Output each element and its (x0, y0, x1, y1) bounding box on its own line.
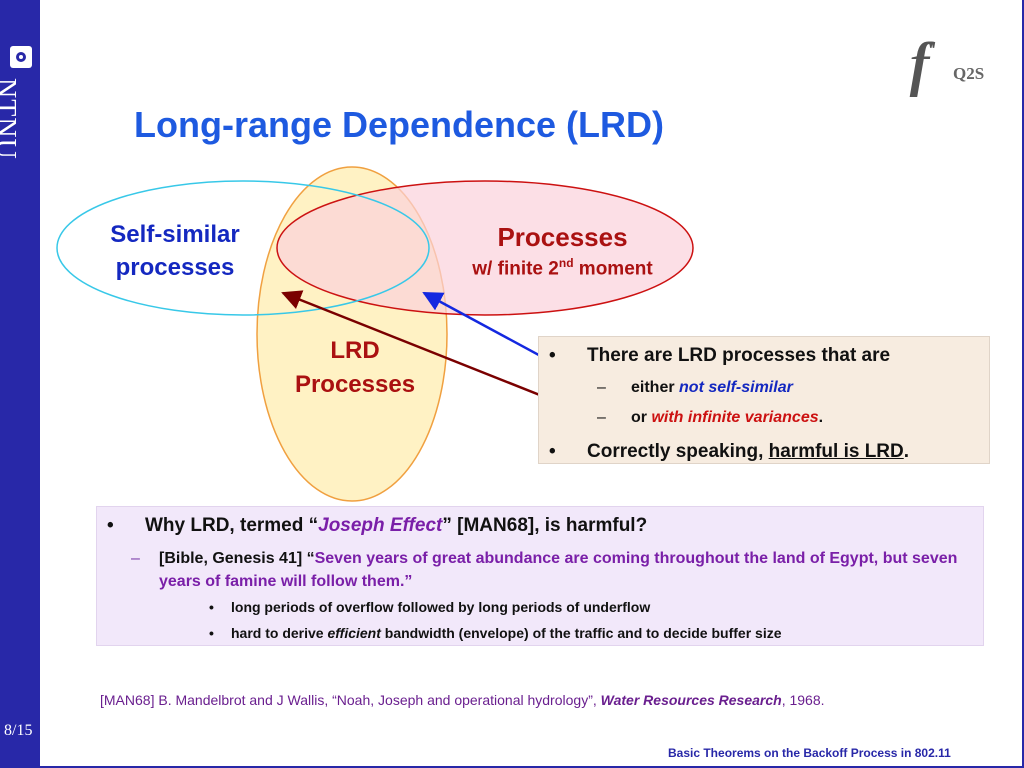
reference-citation: [MAN68] B. Mandelbrot and J Wallis, “Noa… (100, 692, 825, 708)
bottom-divider (40, 766, 1024, 768)
ntnu-logo-icon (10, 46, 32, 68)
list-item: –or with infinite variances. (597, 409, 824, 426)
list-item: •There are LRD processes that are (549, 345, 891, 366)
arrow-infinite-variance (281, 290, 586, 415)
footer-title: Basic Theorems on the Backoff Process in… (668, 746, 951, 760)
self-similar-label: Self-similar processes (110, 221, 240, 281)
list-item: •Why LRD, termed “Joseph Effect” [MAN68]… (107, 515, 648, 536)
ff-logo-icon: ff (909, 31, 929, 97)
list-item: –[Bible, Genesis 41] “Seven years of gre… (131, 550, 958, 590)
ntnu-brand: NTNU (0, 78, 21, 160)
q2s-logo: ff Q2S (905, 31, 995, 102)
finite-moment-ellipse (276, 180, 694, 316)
right-divider (1022, 0, 1024, 768)
venn-diagram (56, 166, 694, 502)
list-item: •long periods of overflow followed by lo… (209, 599, 651, 615)
sidebar: NTNU 8/15 (0, 0, 40, 768)
page-number: 8/15 (4, 722, 33, 739)
self-similar-ellipse (56, 180, 430, 316)
joseph-effect-box: •Why LRD, termed “Joseph Effect” [MAN68]… (96, 506, 984, 646)
list-item: •hard to derive efficient bandwidth (env… (209, 625, 782, 641)
list-item: –either not self-similar (597, 379, 793, 396)
q2s-logo-text: Q2S (953, 64, 985, 83)
lrd-label: LRD Processes (294, 337, 416, 398)
lrd-facts-box: •There are LRD processes that are –eithe… (538, 336, 990, 464)
slide-title: Long-range Dependence (LRD) (134, 104, 665, 145)
list-item: •Correctly speaking, harmful is LRD. (549, 441, 910, 462)
finite-moment-sublabel: w/ finite 2nd moment (472, 256, 653, 280)
finite-moment-label: Processes (497, 222, 628, 252)
